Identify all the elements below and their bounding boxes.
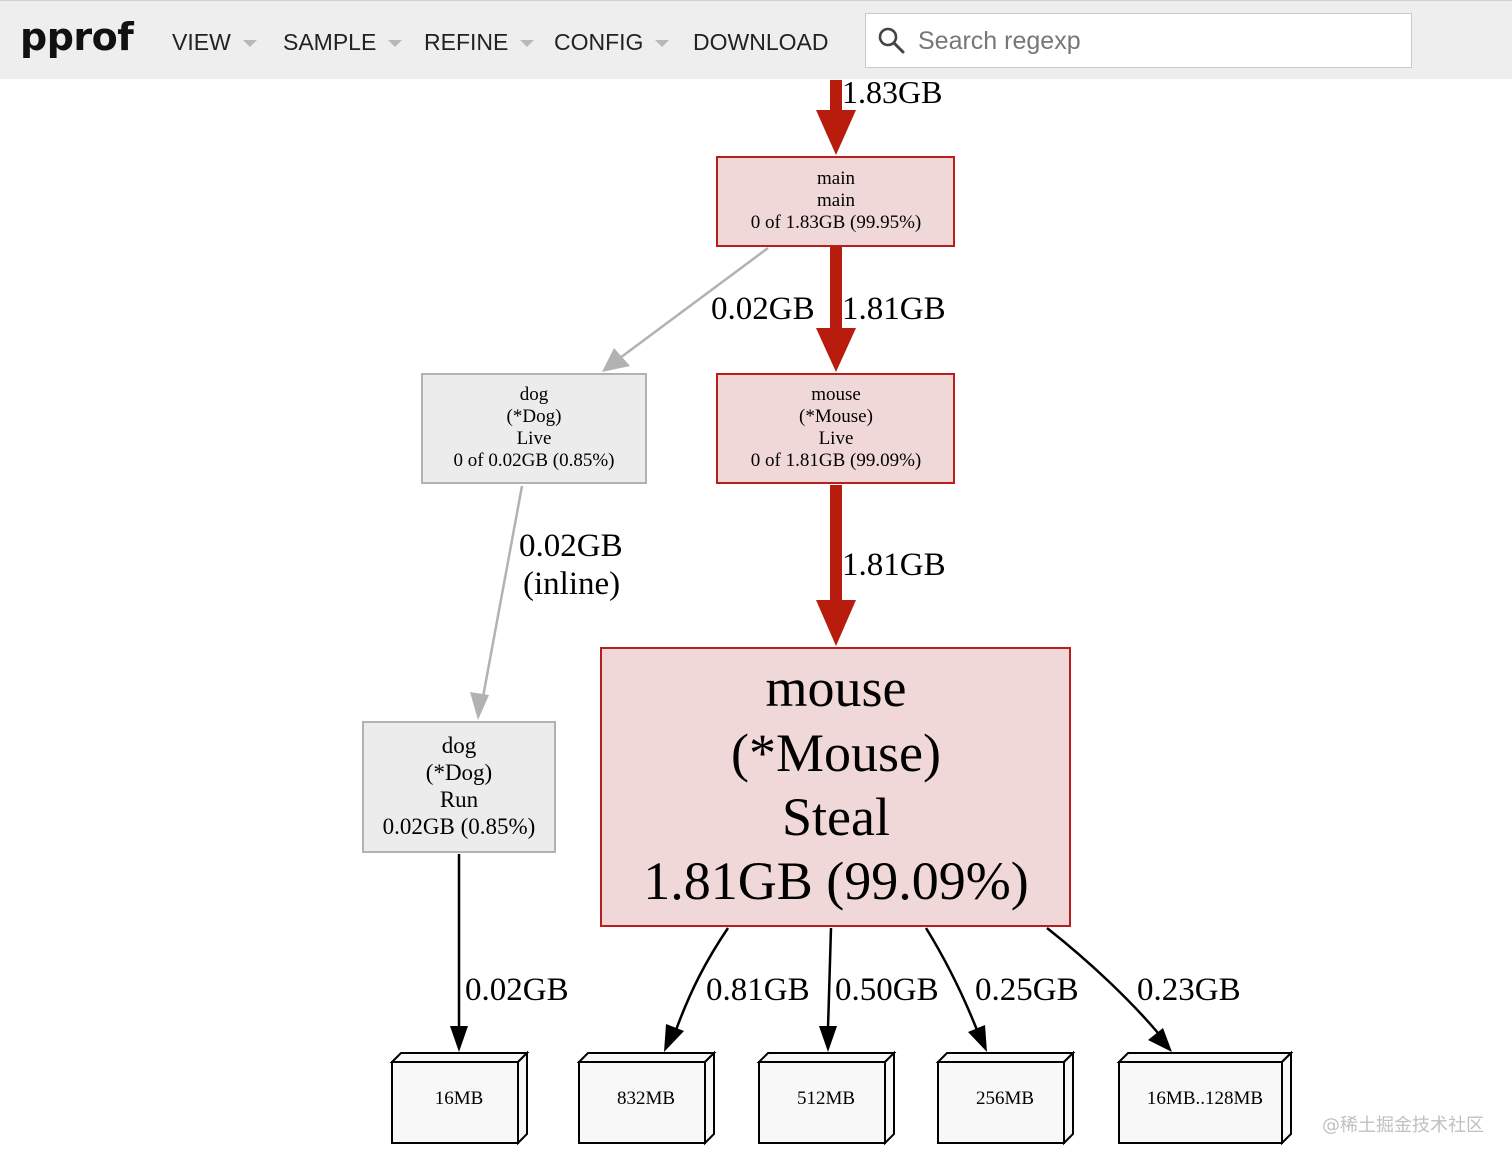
pprof-logo[interactable]: pprof xyxy=(20,15,134,59)
menu-sample-label: SAMPLE xyxy=(283,28,377,55)
node-line: mouse xyxy=(766,658,907,718)
edge-run-16mb[interactable]: 0.02GB xyxy=(450,854,569,1052)
menu-refine-label: REFINE xyxy=(424,28,509,55)
node-line: Run xyxy=(440,787,479,812)
node-mouse-steal[interactable]: mouse (*Mouse) Steal 1.81GB (99.09%) xyxy=(600,647,1071,927)
edge-label: 1.83GB xyxy=(842,74,942,110)
menu-sample[interactable]: SAMPLE xyxy=(283,27,403,57)
search-box[interactable] xyxy=(865,13,1412,68)
node-line: main xyxy=(817,168,855,189)
chevron-down-icon xyxy=(388,39,403,47)
menu-view-label: VIEW xyxy=(172,28,231,55)
node-dog-run[interactable]: dog (*Dog) Run 0.02GB (0.85%) xyxy=(362,721,556,853)
edge-label: 0.23GB xyxy=(1137,972,1241,1008)
node-line: 1.81GB (99.09%) xyxy=(643,851,1028,911)
node-line: dog xyxy=(520,384,549,405)
menu-config-label: CONFIG xyxy=(554,28,644,55)
chevron-down-icon xyxy=(520,39,535,47)
node-label: 256MB xyxy=(976,1088,1034,1109)
edge-label: 0.02GB xyxy=(519,528,623,564)
edge-steal-16-128mb[interactable]: 0.23GB xyxy=(1046,927,1241,1052)
node-label: 16MB xyxy=(435,1088,484,1109)
node-line: (*Dog) xyxy=(426,760,492,785)
edge-main-dog[interactable]: 0.02GB xyxy=(602,246,815,372)
node-line: Live xyxy=(819,428,854,449)
chevron-down-icon xyxy=(655,39,670,47)
top-toolbar: pprof VIEW SAMPLE REFINE CONFIG DOWNLOAD xyxy=(0,0,1512,79)
menu-download[interactable]: DOWNLOAD xyxy=(693,27,828,57)
watermark: @稀土掘金技术社区 xyxy=(1322,1115,1484,1136)
node-line: (*Mouse) xyxy=(731,723,941,783)
menu-config[interactable]: CONFIG xyxy=(554,27,670,57)
menu-refine[interactable]: REFINE xyxy=(424,27,535,57)
node-line: (*Mouse) xyxy=(799,406,873,427)
edge-label: (inline) xyxy=(523,566,620,602)
node-line: (*Dog) xyxy=(507,406,562,427)
node-label: 16MB..128MB xyxy=(1147,1088,1263,1109)
node-16mb[interactable]: 16MB xyxy=(389,1050,530,1146)
node-dog-live[interactable]: dog (*Dog) Live 0 of 0.02GB (0.85%) xyxy=(421,373,647,484)
edge-steal-512mb[interactable]: 0.50GB xyxy=(819,927,939,1052)
edge-main-mouse[interactable]: 1.81GB xyxy=(816,247,946,372)
node-mouse-live[interactable]: mouse (*Mouse) Live 0 of 1.81GB (99.09%) xyxy=(716,373,955,484)
node-512mb[interactable]: 512MB xyxy=(756,1050,897,1146)
edge-mouse-steal[interactable]: 1.81GB xyxy=(816,485,946,646)
edge-label: 1.81GB xyxy=(842,291,946,327)
chevron-down-icon xyxy=(242,39,257,47)
edge-label: 0.02GB xyxy=(465,972,569,1008)
node-256mb[interactable]: 256MB xyxy=(935,1050,1076,1146)
edge-label: 0.50GB xyxy=(835,972,939,1008)
search-input[interactable] xyxy=(916,20,1400,62)
node-line: dog xyxy=(442,733,477,758)
edge-incoming-main[interactable]: 1.83GB xyxy=(816,74,942,155)
node-line: main xyxy=(817,190,855,211)
edge-label: 0.02GB xyxy=(711,291,815,327)
node-line: 0 of 0.02GB (0.85%) xyxy=(454,450,615,471)
edge-steal-256mb[interactable]: 0.25GB xyxy=(924,927,1079,1052)
node-label: 832MB xyxy=(617,1088,675,1109)
edge-label: 0.81GB xyxy=(706,972,810,1008)
edge-dog-inline[interactable]: 0.02GB (inline) xyxy=(470,485,623,720)
node-16mb-128mb[interactable]: 16MB..128MB xyxy=(1116,1050,1294,1146)
node-line: 0 of 1.83GB (99.95%) xyxy=(751,212,921,233)
edge-steal-832mb[interactable]: 0.81GB xyxy=(664,927,810,1052)
node-main[interactable]: main main 0 of 1.83GB (99.95%) xyxy=(716,156,955,247)
node-line: Live xyxy=(517,428,552,449)
node-line: mouse xyxy=(811,384,861,405)
edge-label: 0.25GB xyxy=(975,972,1079,1008)
menu-download-label: DOWNLOAD xyxy=(693,28,829,55)
node-line: Steal xyxy=(782,787,890,847)
search-icon xyxy=(878,27,905,54)
node-line: 0 of 1.81GB (99.09%) xyxy=(751,450,921,471)
edge-label: 1.81GB xyxy=(842,547,946,583)
node-line: 0.02GB (0.85%) xyxy=(383,814,536,839)
menu-view[interactable]: VIEW xyxy=(172,27,257,57)
node-832mb[interactable]: 832MB xyxy=(576,1050,717,1146)
node-label: 512MB xyxy=(797,1088,855,1109)
